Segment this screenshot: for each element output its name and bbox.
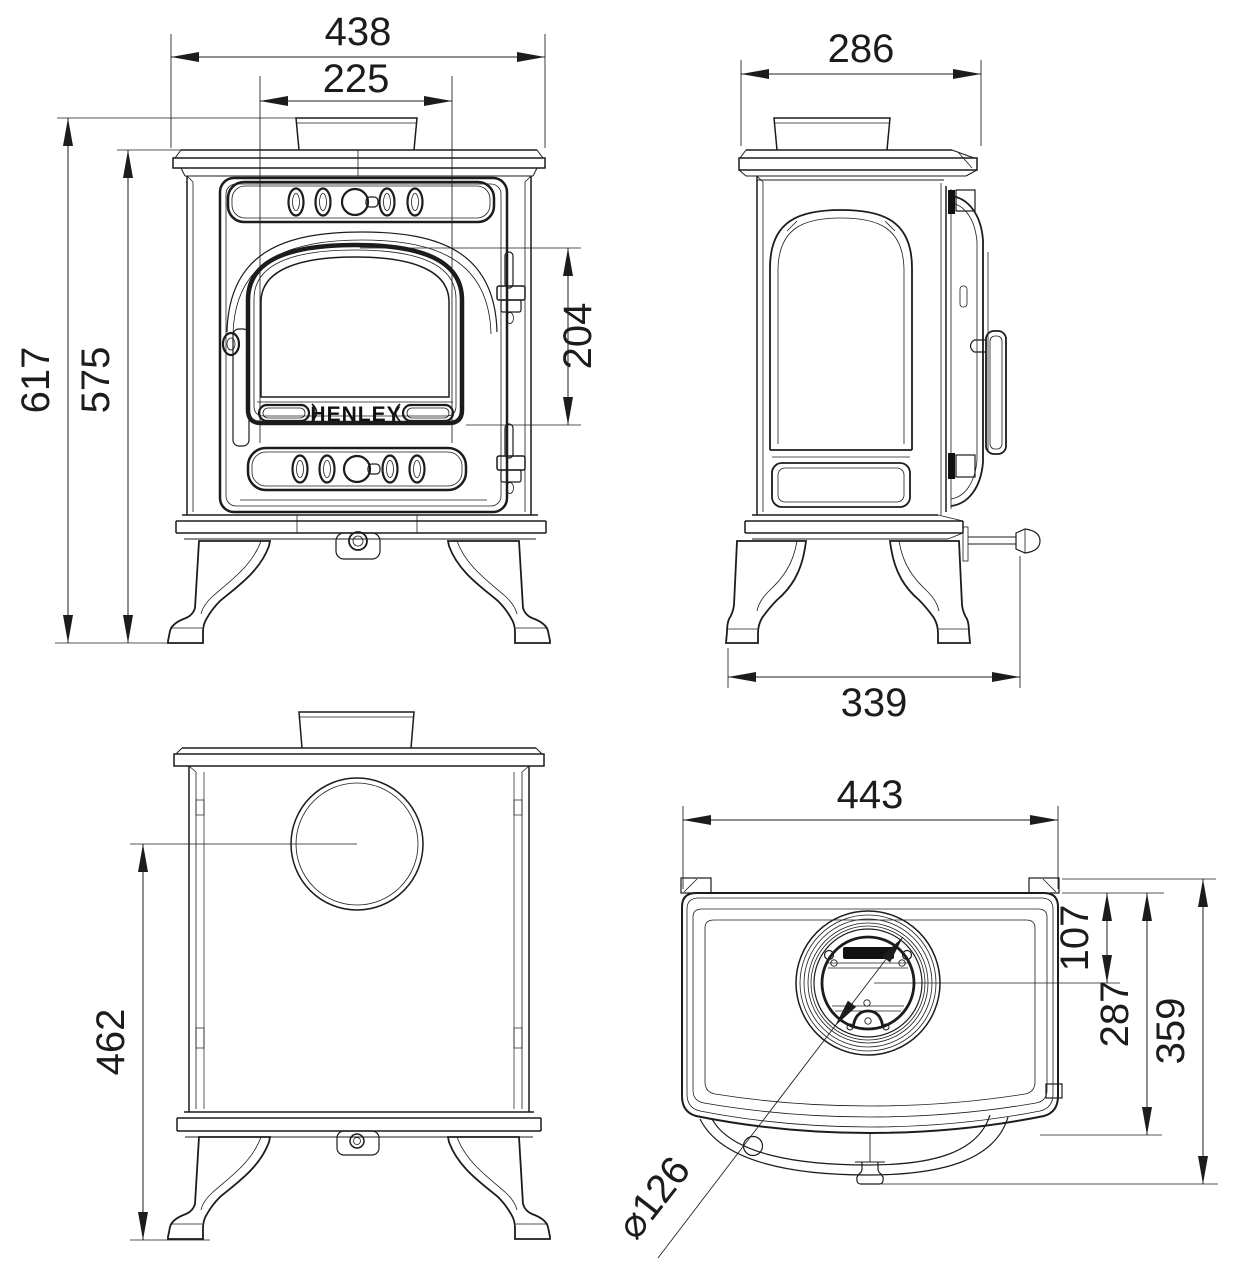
- hinge-pin-top-view: [1045, 1083, 1063, 1099]
- leg-front-right: [446, 540, 551, 644]
- dim-label-438: 438: [325, 10, 392, 54]
- dim-label-462: 462: [89, 1009, 133, 1076]
- body-side: [756, 175, 944, 515]
- dim-label-107: 107: [1053, 905, 1097, 972]
- handle-eyelet: [742, 1135, 764, 1157]
- door-glass-window: [245, 242, 465, 426]
- rear-view: 462: [89, 711, 551, 1241]
- body-rear: [188, 765, 530, 1112]
- leg-front-left: [167, 540, 272, 644]
- door-hinge-top: [496, 251, 526, 324]
- dim-top-flue-diameter: ⌀126: [608, 936, 904, 1259]
- latch-knob-side: [962, 526, 1041, 562]
- air-control-knob-icon: [340, 187, 370, 217]
- front-view: HENLEY: [14, 10, 600, 644]
- side-panel: [769, 209, 913, 508]
- top-plate-front: [172, 149, 546, 177]
- dim-side-top-depth: 286: [740, 27, 982, 146]
- flue-collar-side: [773, 117, 891, 151]
- door-edge-side: [945, 186, 989, 512]
- dim-label-286: 286: [828, 27, 895, 71]
- dim-top-plate-depth: 287: [1040, 893, 1162, 1136]
- dim-front-overall-height: 617: [14, 117, 296, 644]
- leg-rear-left: [167, 1136, 272, 1240]
- dim-label-flue-diameter: ⌀126: [608, 1149, 699, 1248]
- dim-label-575: 575: [74, 347, 118, 414]
- top-plate-side: [738, 149, 978, 177]
- dim-top-flue-centre: 107: [874, 878, 1216, 984]
- top-plate-rear: [173, 747, 545, 767]
- top-handle: [699, 1083, 1063, 1176]
- leg-rear-right: [446, 1136, 551, 1240]
- dim-label-359: 359: [1149, 998, 1193, 1065]
- dim-label-617: 617: [14, 347, 58, 414]
- flue-collar-front: [295, 117, 418, 151]
- dim-label-443: 443: [837, 773, 904, 817]
- base-rear: [176, 1111, 542, 1156]
- top-view: 443 107 287 359 ⌀126: [608, 773, 1218, 1259]
- rear-corner-tabs: [680, 877, 1060, 894]
- air-vent-top: [226, 180, 496, 224]
- dim-front-glass-width: 225: [259, 57, 453, 443]
- dim-rear-flue-centre-height: 462: [89, 843, 357, 1241]
- dim-side-base-depth: 339: [727, 556, 1021, 725]
- ash-control-knob-icon: [342, 454, 372, 484]
- leg-side-front: [888, 540, 971, 644]
- door-arch-lines: [226, 231, 498, 335]
- brand-logo-text: HENLEY: [310, 403, 401, 426]
- dim-front-body-height: 575: [74, 149, 183, 643]
- dim-label-225: 225: [323, 57, 390, 101]
- door-latch: [221, 328, 250, 447]
- flue-collar-rear: [298, 711, 415, 749]
- base-front: [175, 514, 547, 560]
- door-hinge-bottom: [496, 423, 526, 494]
- side-view: 286 339: [725, 27, 1041, 725]
- dim-label-339: 339: [841, 681, 908, 725]
- brand-plate: HENLEY: [257, 403, 455, 426]
- dim-top-overall-depth: 359: [878, 879, 1218, 1185]
- dim-top-overall-width: 443: [682, 773, 1059, 889]
- door-front: [218, 176, 509, 514]
- dim-label-204: 204: [556, 303, 600, 370]
- dim-label-287: 287: [1093, 981, 1137, 1048]
- air-vent-bottom: [246, 446, 468, 492]
- body-sides-front: [186, 175, 532, 515]
- front-knob-top-view: [855, 1133, 885, 1185]
- leg-side-rear: [725, 540, 808, 644]
- base-side: [744, 514, 964, 540]
- dim-front-glass-height: 204: [360, 247, 600, 426]
- door-handle-side: [969, 330, 1007, 455]
- dim-front-overall-width: 438: [170, 10, 546, 148]
